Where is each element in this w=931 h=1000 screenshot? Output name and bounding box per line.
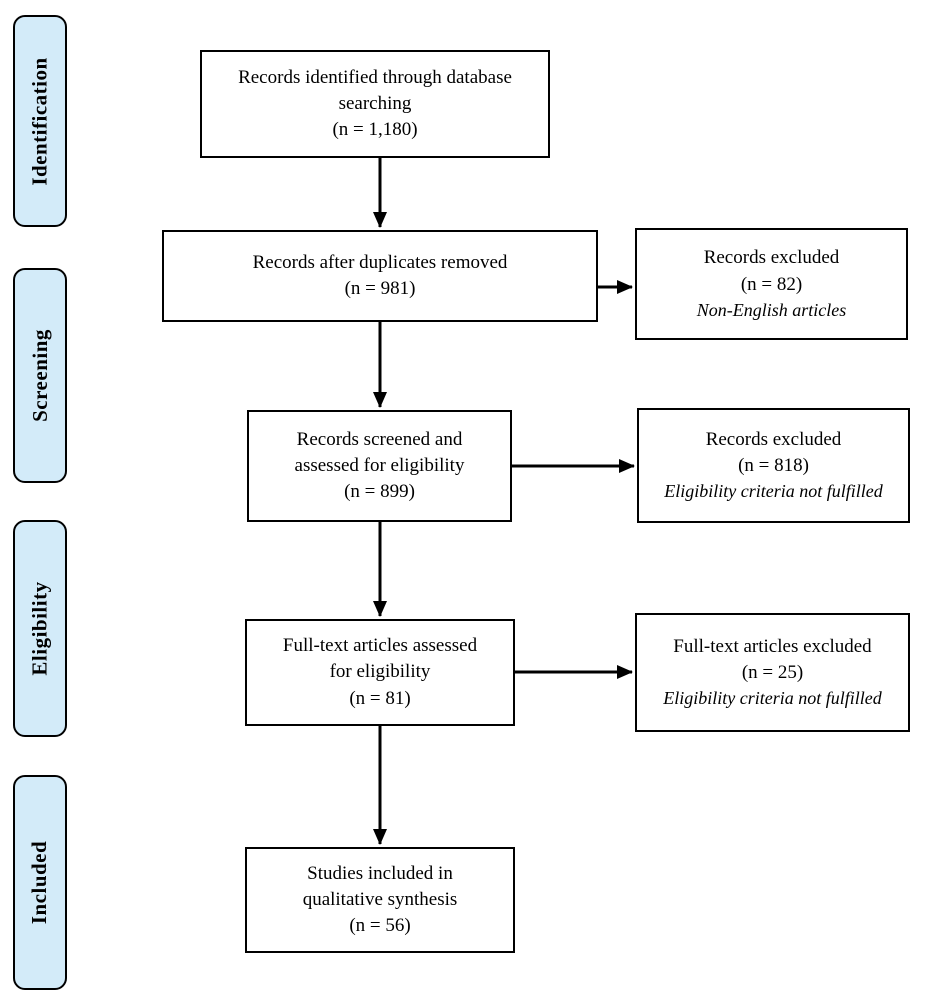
stage-label-identification: Identification: [13, 15, 67, 227]
exclusion-count: (n = 82): [740, 273, 803, 295]
flow-box-line: Records identified through database: [238, 66, 512, 88]
flow-box-count: (n = 899): [344, 481, 415, 503]
flow-box-line: Records screened and: [296, 428, 463, 450]
exclusion-title: Full-text articles excluded: [673, 635, 872, 657]
stage-label-included: Included: [13, 775, 67, 990]
flow-box-line: Records after duplicates removed: [252, 251, 508, 273]
exclusion-reason: Eligibility criteria not fulfilled: [663, 688, 882, 709]
flow-box-line: Studies included in: [307, 862, 453, 884]
flow-box-line: Full-text articles assessed: [282, 635, 478, 657]
flow-box-line: for eligibility: [329, 661, 431, 683]
flow-box-line: assessed for eligibility: [294, 454, 465, 476]
exclusion-count: (n = 25): [741, 662, 804, 684]
exclusion-box-fulltext: Full-text articles excluded (n = 25) Eli…: [635, 613, 910, 732]
exclusion-box-non-english: Records excluded (n = 82) Non-English ar…: [635, 228, 908, 340]
exclusion-box-screening: Records excluded (n = 818) Eligibility c…: [637, 408, 910, 523]
flow-box-count: (n = 56): [349, 915, 411, 937]
flow-box-studies-included: Studies included in qualitative synthesi…: [245, 847, 515, 953]
stage-label-text: Screening: [27, 329, 52, 422]
stage-label-text: Eligibility: [27, 581, 52, 676]
stage-label-text: Identification: [27, 56, 52, 186]
flow-box-count: (n = 1,180): [332, 119, 418, 141]
stage-label-screening: Screening: [13, 268, 67, 483]
flow-box-count: (n = 81): [349, 687, 411, 709]
flow-box-records-identified: Records identified through database sear…: [200, 50, 550, 158]
exclusion-title: Records excluded: [705, 428, 842, 450]
exclusion-reason: Eligibility criteria not fulfilled: [664, 481, 883, 502]
flow-box-line: searching: [338, 92, 412, 114]
stage-label-text: Included: [27, 840, 52, 925]
stage-label-eligibility: Eligibility: [13, 520, 67, 737]
exclusion-title: Records excluded: [703, 247, 840, 269]
flow-box-count: (n = 981): [344, 278, 416, 299]
flow-box-line: qualitative synthesis: [302, 888, 458, 910]
exclusion-reason: Non-English articles: [696, 299, 847, 320]
exclusion-count: (n = 818): [738, 455, 809, 477]
flow-box-duplicates-removed: Records after duplicates removed (n = 98…: [162, 230, 598, 322]
flow-box-fulltext-assessed: Full-text articles assessed for eligibil…: [245, 619, 515, 726]
flow-box-records-screened: Records screened and assessed for eligib…: [247, 410, 512, 522]
